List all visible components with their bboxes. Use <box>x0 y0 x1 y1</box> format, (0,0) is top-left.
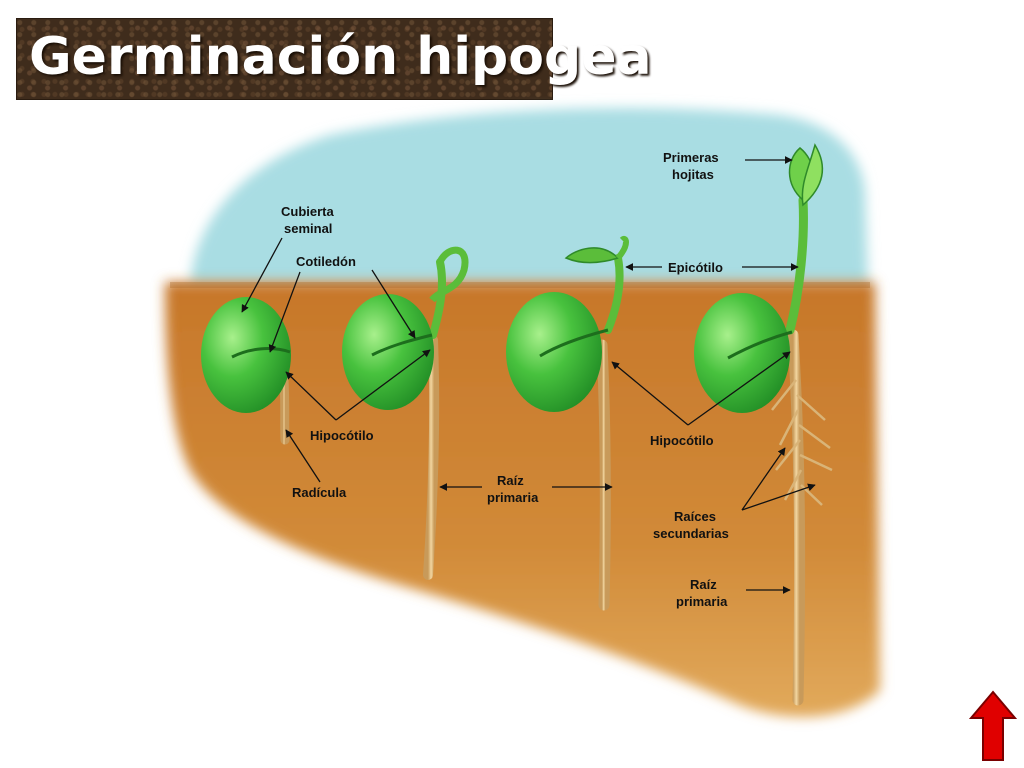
label-raiz-primaria-mid-1: Raíz <box>497 473 524 488</box>
seed-stage-3 <box>506 236 629 611</box>
label-raiz-primaria-mid-2: primaria <box>487 490 539 505</box>
seed-stage-2 <box>342 246 469 580</box>
up-arrow-icon <box>968 690 1018 761</box>
label-raices-secundarias-2: secundarias <box>653 526 729 541</box>
label-cubierta-seminal-1: Cubierta <box>281 204 335 219</box>
pointer-lines <box>241 156 816 594</box>
label-primeras-hojitas-2: hojitas <box>672 167 714 182</box>
page-title: Germinación hipogea <box>29 27 652 87</box>
label-primeras-hojitas-1: Primeras <box>663 150 719 165</box>
label-radicula: Radícula <box>292 485 347 500</box>
sky-region <box>190 107 868 285</box>
up-arrow-button[interactable] <box>968 690 1018 762</box>
label-raiz-primaria-right-1: Raíz <box>690 577 717 592</box>
title-banner: Germinación hipogea <box>16 18 652 100</box>
label-raiz-primaria-right-2: primaria <box>676 594 728 609</box>
label-raices-secundarias-1: Raíces <box>674 509 716 524</box>
label-epicotilo: Epicótilo <box>668 260 723 275</box>
soil-region <box>165 282 880 717</box>
label-hipocotilo-right: Hipocótilo <box>650 433 714 448</box>
label-cubierta-seminal-2: seminal <box>284 221 332 236</box>
seed-stage-4 <box>694 143 833 706</box>
label-hipocotilo-left: Hipocótilo <box>310 428 374 443</box>
seed-stage-1 <box>201 297 291 445</box>
label-cotiledon: Cotiledón <box>296 254 356 269</box>
